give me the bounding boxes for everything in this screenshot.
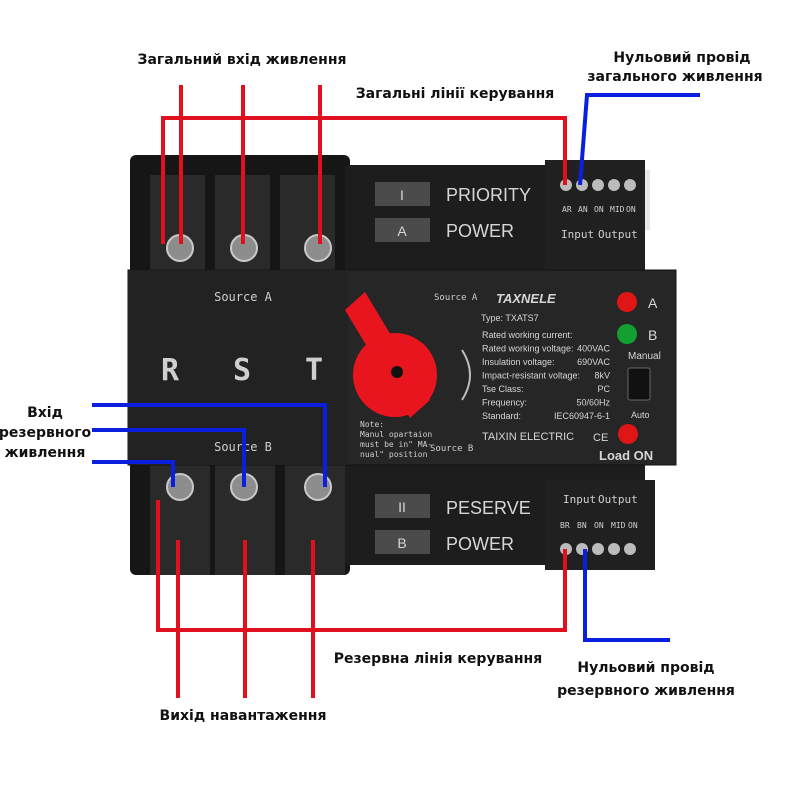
ce-mark: CE bbox=[593, 432, 608, 444]
terminal-label: ON bbox=[594, 521, 604, 530]
terminal-label: BN bbox=[577, 521, 587, 530]
terminal-label: MID bbox=[611, 521, 626, 530]
reserve-code: II bbox=[398, 499, 406, 515]
type-label: Type: TXATS7 bbox=[481, 313, 539, 323]
top-terminal-block bbox=[545, 160, 645, 270]
spec-key: Insulation voltage: bbox=[482, 357, 555, 367]
terminal-label: MID bbox=[610, 205, 625, 214]
brand-logo: TAXNELE bbox=[496, 291, 556, 306]
label-backup-neutral-1: Нульовий провід bbox=[577, 660, 714, 676]
backup-input-wire-r bbox=[92, 460, 175, 487]
label-load-output: Вихід навантаження bbox=[160, 708, 327, 724]
label-backup-input-1: Вхід bbox=[27, 405, 63, 421]
manual-auto-switch[interactable] bbox=[627, 367, 651, 401]
spec-list: Rated working current: Rated working volt… bbox=[482, 330, 610, 421]
label-backup-input-3: живлення bbox=[5, 445, 86, 461]
phase-r-label: R bbox=[161, 353, 180, 388]
label-main-neutral-1: Нульовий провід bbox=[613, 50, 750, 66]
label-backup-control: Резервна лінія керування bbox=[334, 651, 542, 667]
power-b-code-plate bbox=[375, 530, 430, 554]
power-b-text: POWER bbox=[446, 534, 514, 554]
spec-value: 8kV bbox=[594, 371, 610, 381]
note-title: Note: bbox=[360, 420, 384, 429]
phase-t-label: T bbox=[305, 353, 323, 388]
phase-wires bbox=[156, 85, 567, 698]
terminal-label: AN bbox=[578, 205, 588, 214]
spec-key: Rated working current: bbox=[482, 330, 573, 340]
input-label: Input bbox=[563, 493, 596, 506]
input-label: Input bbox=[561, 228, 594, 241]
note-line: nual" position bbox=[360, 450, 428, 459]
terminal-label: AR bbox=[562, 205, 572, 214]
reserve-text: PESERVE bbox=[446, 498, 531, 518]
note-line: must be in" MA- bbox=[360, 440, 432, 449]
spec-key: Tse Class: bbox=[482, 384, 524, 394]
output-label: Output bbox=[598, 493, 638, 506]
backup-control-wire bbox=[156, 500, 567, 632]
spec-key: Impact-resistant voltage: bbox=[482, 371, 580, 381]
led-b-label: B bbox=[648, 327, 657, 343]
reserve-code-plate bbox=[375, 494, 430, 518]
screw-icon bbox=[304, 473, 332, 501]
backup-neutral-wire bbox=[583, 549, 670, 642]
priority-code: I bbox=[400, 187, 404, 203]
source-a-label: Source A bbox=[214, 290, 273, 304]
phase-s-label: S bbox=[233, 353, 251, 388]
power-a-code: A bbox=[397, 223, 407, 239]
ats-device: Source A Source B R S T I PRIORITY A POW… bbox=[127, 155, 677, 575]
screw-icon bbox=[166, 473, 194, 501]
label-main-control: Загальні лінії керування bbox=[356, 86, 555, 102]
neutral-wires bbox=[92, 93, 700, 642]
led-a bbox=[617, 292, 637, 312]
top-control-terminals: AR AN ON MID ON Input Output bbox=[560, 179, 638, 241]
maker-label: TAIXIN ELECTRIC bbox=[482, 431, 574, 443]
spec-value: 50/60Hz bbox=[576, 398, 610, 408]
selector-knob[interactable]: Source A Source B bbox=[345, 292, 478, 454]
main-neutral-wire bbox=[578, 93, 700, 186]
power-a-code-plate bbox=[375, 218, 430, 242]
terminal-label: ON bbox=[594, 205, 604, 214]
spec-value: 400VAC bbox=[577, 344, 610, 354]
knob-handle[interactable] bbox=[345, 292, 430, 418]
terminal-label: ON bbox=[628, 521, 638, 530]
output-label: Output bbox=[598, 228, 638, 241]
rotate-arrow-icon bbox=[461, 349, 471, 401]
label-backup-input-2: резервного bbox=[0, 425, 92, 441]
load-on-label: Load ON bbox=[599, 448, 653, 463]
spec-value: 690VAC bbox=[577, 357, 610, 367]
spec-value: PC bbox=[597, 384, 610, 394]
phase-cover bbox=[128, 270, 348, 465]
power-a-text: POWER bbox=[446, 221, 514, 241]
led-a-label: A bbox=[648, 295, 658, 311]
spec-key: Rated working voltage: bbox=[482, 344, 574, 354]
manual-label: Manual bbox=[628, 351, 661, 362]
note-line: Manul opartaion bbox=[360, 430, 432, 439]
terminal-label: ON bbox=[626, 205, 636, 214]
priority-code-plate bbox=[375, 182, 430, 206]
load-on-led bbox=[618, 424, 638, 444]
led-b bbox=[617, 324, 637, 344]
knob-source-b: Source B bbox=[430, 444, 473, 454]
backup-input-wire-s bbox=[92, 428, 246, 487]
knob-source-a: Source A bbox=[434, 293, 478, 303]
spec-key: Frequency: bbox=[482, 398, 527, 408]
knob-screw-icon bbox=[391, 366, 403, 378]
label-backup-neutral-2: резервного живлення bbox=[557, 683, 735, 699]
label-main-input: Загальний вхід живлення bbox=[138, 52, 347, 68]
terminal-label: BR bbox=[560, 521, 570, 530]
power-b-code: B bbox=[397, 535, 406, 551]
backup-input-wire-t bbox=[92, 403, 327, 487]
priority-text: PRIORITY bbox=[446, 185, 531, 205]
main-control-wire bbox=[161, 116, 567, 244]
auto-label: Auto bbox=[631, 410, 650, 420]
spec-value: IEC60947-6-1 bbox=[554, 411, 610, 421]
spec-key: Standard: bbox=[482, 411, 521, 421]
label-main-neutral-2: загального живлення bbox=[587, 69, 762, 85]
